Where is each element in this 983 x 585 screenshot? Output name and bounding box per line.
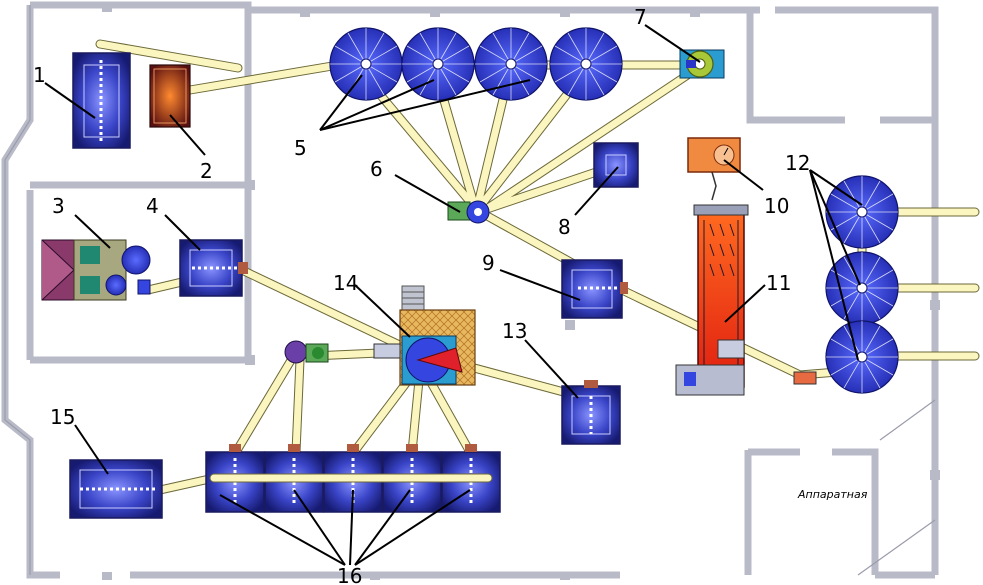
label-9: 9 xyxy=(482,251,495,275)
bin-13 xyxy=(561,380,621,445)
label-8: 8 xyxy=(558,215,571,239)
label-11: 11 xyxy=(766,271,791,295)
hopper-8 xyxy=(593,142,639,188)
bin-15 xyxy=(69,459,163,519)
label-2: 2 xyxy=(200,159,213,183)
label-13: 13 xyxy=(502,319,527,343)
bin-4 xyxy=(179,239,248,297)
label-3: 3 xyxy=(52,194,65,218)
scale-10 xyxy=(687,137,741,201)
label-4: 4 xyxy=(146,194,159,218)
bin-9 xyxy=(561,259,628,319)
callout-labels: 1 2 3 4 5 6 7 8 9 10 11 12 13 14 15 16 А… xyxy=(33,5,868,585)
label-14: 14 xyxy=(333,271,358,295)
dryer-column-11 xyxy=(675,204,749,396)
leader-lines xyxy=(44,24,863,566)
bin-1 xyxy=(72,52,131,149)
distributor-6 xyxy=(447,200,490,224)
silos-12 xyxy=(793,175,899,394)
label-16: 16 xyxy=(337,564,362,585)
dryer-2 xyxy=(149,64,191,128)
label-10: 10 xyxy=(764,194,789,218)
separator-7 xyxy=(679,49,725,79)
label-6: 6 xyxy=(370,157,383,181)
label-1: 1 xyxy=(33,63,46,87)
furnace-14 xyxy=(373,285,476,386)
label-7: 7 xyxy=(634,5,647,29)
cleaning-unit-3 xyxy=(41,239,151,301)
silos-5 xyxy=(329,27,623,101)
label-12: 12 xyxy=(785,151,810,175)
label-15: 15 xyxy=(50,405,75,429)
building-walls xyxy=(1,1,940,580)
fan-unit xyxy=(284,340,329,364)
room-label-control: Аппаратная xyxy=(797,488,868,501)
label-5: 5 xyxy=(294,136,307,160)
